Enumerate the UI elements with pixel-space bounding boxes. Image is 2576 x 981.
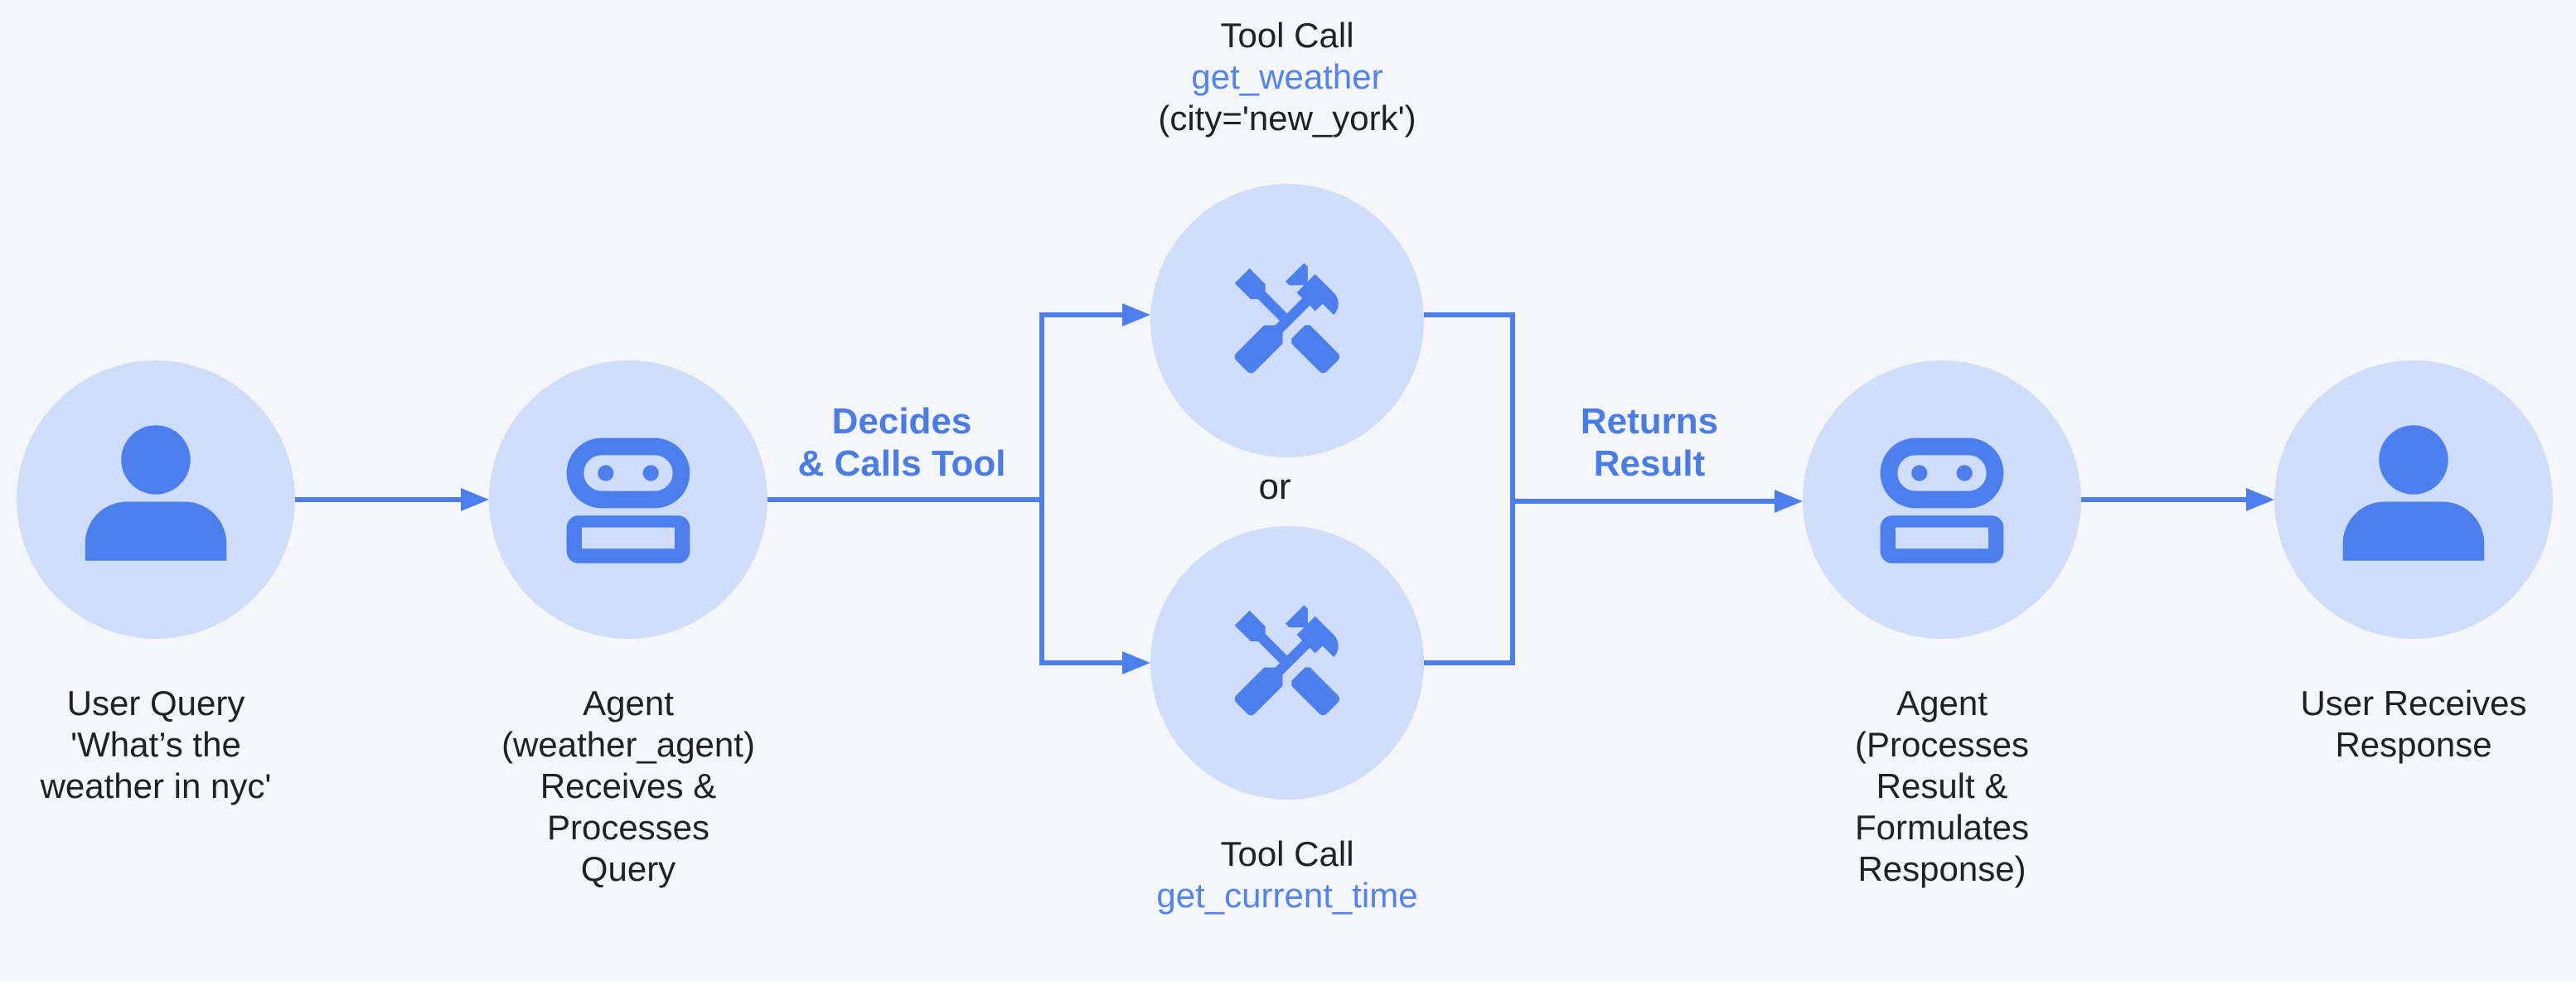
agent-weather-label: Agent (weather_agent) Receives & Process… xyxy=(501,683,755,890)
label-line: Decides xyxy=(831,401,972,442)
label-line: Receives & xyxy=(540,766,717,805)
user-response-label: User Receives Response xyxy=(2300,683,2526,766)
label-line: Result xyxy=(1593,443,1706,484)
label-line: 'What’s the xyxy=(70,725,241,764)
arrowhead-agent-to-user xyxy=(2246,488,2274,511)
label-line: Returns xyxy=(1580,401,1719,442)
label-line: Response xyxy=(2335,725,2492,764)
or-label: or xyxy=(1258,466,1291,507)
connector-weather-tool-to-merge xyxy=(1424,312,1515,317)
robot-icon xyxy=(1880,437,2004,563)
arrowhead-user-to-agent xyxy=(461,488,489,511)
label-line: & Calls Tool xyxy=(797,443,1006,484)
tool-args: (city='new_york') xyxy=(1158,99,1416,138)
user-query-node xyxy=(17,360,295,639)
connector-time-tool-to-merge xyxy=(1424,660,1515,665)
arrowhead-weather-tool xyxy=(1122,303,1150,326)
label-line: Agent xyxy=(583,684,674,722)
connector-agent-to-branch xyxy=(767,497,1044,502)
hammer-wrench-icon xyxy=(1234,605,1340,716)
tool-weather-label: Tool Call get_weather (city='new_york') xyxy=(1158,15,1416,139)
label-line: Formulates xyxy=(1854,808,2030,847)
tool-title: Tool Call xyxy=(1220,834,1354,873)
arrowhead-merge-to-agent xyxy=(1775,490,1803,513)
label-line: Query xyxy=(580,849,676,888)
hammer-wrench-icon xyxy=(1234,263,1340,374)
tool-function-name: get_current_time xyxy=(1156,876,1418,915)
tool-title: Tool Call xyxy=(1220,16,1354,55)
arrowhead-time-tool xyxy=(1122,651,1150,674)
label-line: (Processes xyxy=(1854,725,2030,764)
label-line: (weather_agent) xyxy=(501,725,755,764)
connector-branch-to-time-tool xyxy=(1039,660,1124,665)
robot-icon xyxy=(566,437,690,563)
label-line: Result & xyxy=(1876,766,2008,805)
tool-time-label: Tool Call get_current_time xyxy=(1156,834,1417,916)
label-line: User Receives xyxy=(2300,684,2527,722)
user-query-label: User Query 'What’s the weather in nyc' xyxy=(41,683,272,807)
tool-function-name: get_weather xyxy=(1191,57,1383,96)
connector-branch-to-weather-tool xyxy=(1039,312,1124,317)
agent-weather-node xyxy=(489,360,767,639)
decides-calls-tool-label: Decides & Calls Tool xyxy=(798,400,1006,485)
connector-merge-to-agent xyxy=(1513,499,1776,504)
person-icon xyxy=(2342,425,2485,561)
branch-merge-line xyxy=(1510,312,1515,665)
user-response-node xyxy=(2274,360,2553,639)
person-icon xyxy=(85,425,227,561)
label-line: Processes xyxy=(546,808,710,847)
returns-result-label: Returns Result xyxy=(1581,400,1718,485)
tool-time-node xyxy=(1150,526,1424,800)
tool-weather-node xyxy=(1150,184,1424,457)
agent-response-node xyxy=(1803,360,2081,639)
label-line: User Query xyxy=(66,684,245,722)
branch-split-line xyxy=(1039,312,1044,665)
label-line: Response) xyxy=(1857,849,2026,888)
label-line: weather in nyc' xyxy=(40,766,272,805)
agent-response-label: Agent (Processes Result & Formulates Res… xyxy=(1855,683,2029,890)
connector-agent-to-user xyxy=(2081,497,2248,502)
label-line: Agent xyxy=(1896,684,1988,722)
connector-user-to-agent xyxy=(295,497,462,502)
